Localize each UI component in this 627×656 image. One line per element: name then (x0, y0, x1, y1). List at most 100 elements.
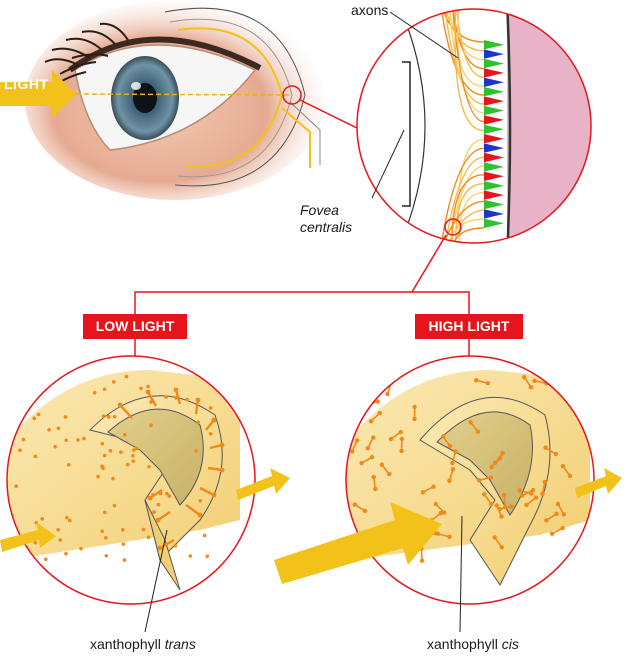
trans-bar-end (195, 397, 201, 403)
cis-pointer (459, 515, 463, 633)
trans-bar-end (197, 512, 203, 518)
cis-stick-end (517, 488, 522, 493)
zoom-connector-line (299, 99, 358, 129)
pigment-dot (152, 510, 156, 514)
axon-fiber (451, 9, 485, 123)
pigment-dot (125, 462, 130, 467)
pigment-dot (167, 494, 172, 498)
cis-stick-end (544, 518, 549, 523)
pigment-dot (208, 406, 213, 410)
xanthophyll-trans-spanning (117, 387, 225, 551)
cis-stick-end (369, 454, 375, 460)
cis-stick-end (549, 531, 555, 536)
pigment-dot (96, 474, 100, 479)
trans-bar-end (173, 387, 179, 393)
trans-bar-end (219, 442, 225, 448)
cone-green (484, 87, 504, 97)
pigment-dot (108, 448, 113, 453)
cone-red (484, 115, 504, 125)
pigment-dot (47, 427, 51, 432)
pigment-dot (146, 535, 151, 540)
cis-stick-end (543, 445, 548, 450)
cis-stick-end (354, 438, 360, 443)
pigment-dot (112, 503, 117, 508)
retina-zoom-circle (356, 8, 592, 244)
fovea-label-line1: Fovea (300, 202, 339, 218)
cis-stick-end (387, 471, 392, 477)
cis-stick-end (438, 510, 443, 516)
cis-stick-end (447, 534, 452, 540)
trans-bar (149, 489, 163, 499)
fovea-label-line2: centralis (300, 219, 353, 235)
pigment-dot (63, 415, 68, 419)
pigment-dot (112, 414, 117, 419)
pigment-dot (149, 423, 153, 428)
cone-green (484, 58, 504, 69)
cis-stick (569, 389, 581, 396)
fovea-bracket (402, 61, 411, 207)
cone-red (484, 190, 504, 200)
cis-stick-end (574, 381, 580, 386)
cis-stick-end (349, 449, 355, 454)
pigment-dot (26, 558, 31, 563)
cis-caption-prefix: xanthophyll (427, 636, 502, 652)
cone-red (484, 171, 504, 181)
cis-stick-end (485, 380, 491, 386)
pigment-dot (131, 448, 136, 452)
pigment-dot (147, 464, 151, 469)
pigment-dot (119, 450, 123, 454)
low-light-ray-in (0, 522, 56, 552)
axon-fiber (439, 9, 485, 43)
eye-illustration (25, 0, 325, 200)
pigment-dot (92, 390, 97, 395)
cis-stick-end (560, 525, 565, 531)
cis-stick-end (509, 504, 514, 509)
pigment-dot (111, 476, 115, 481)
pigment-dot (14, 484, 18, 488)
trans-pointer (144, 529, 168, 633)
trans-bar-end (147, 495, 153, 501)
trans-bar (174, 389, 182, 405)
light-label: LIGHT (4, 76, 49, 92)
pigment-dot (40, 517, 45, 521)
pigment-dot (111, 380, 116, 384)
cone-blue (484, 77, 504, 87)
trans-bar-end (211, 492, 217, 498)
pigment-dot (66, 462, 71, 467)
cis-stick-end (567, 473, 573, 479)
pigment-dot (208, 431, 213, 436)
cis-stick-end (475, 429, 481, 434)
cis-stick (355, 392, 368, 396)
cis-stick-end (520, 493, 525, 498)
cis-stick-end (379, 462, 385, 467)
cis-stick-end (375, 399, 381, 404)
pigment-dot (33, 454, 38, 459)
low-light-ray-out (236, 468, 290, 500)
cis-caption-suffix: cis (501, 636, 519, 652)
axon-fiber (443, 209, 485, 243)
cone-green (484, 105, 504, 116)
cis-stick-end (566, 389, 571, 394)
axons-label: axons (351, 2, 389, 18)
trans-bar (157, 511, 171, 521)
cis-stick-end (353, 392, 358, 397)
pigment-dot (141, 527, 146, 532)
trans-bar (146, 391, 158, 407)
axon-fiber (455, 9, 485, 79)
pigment-dot (58, 538, 62, 542)
cis-stick-end (540, 491, 545, 497)
pigment-dot (36, 412, 41, 417)
pigment-dot (121, 542, 126, 546)
cis-stick-end (530, 487, 536, 493)
axon-fiber (439, 147, 485, 243)
cis-stick-end (352, 502, 357, 507)
axon-fibers (439, 9, 485, 243)
cis-stick-end (368, 419, 374, 424)
high-light-ray-in (274, 502, 442, 584)
pigment-dot (165, 491, 169, 496)
cone-red (484, 96, 504, 106)
pigment-dot (102, 453, 107, 458)
pigment-dot (205, 554, 210, 559)
pigment-dot (188, 554, 193, 558)
